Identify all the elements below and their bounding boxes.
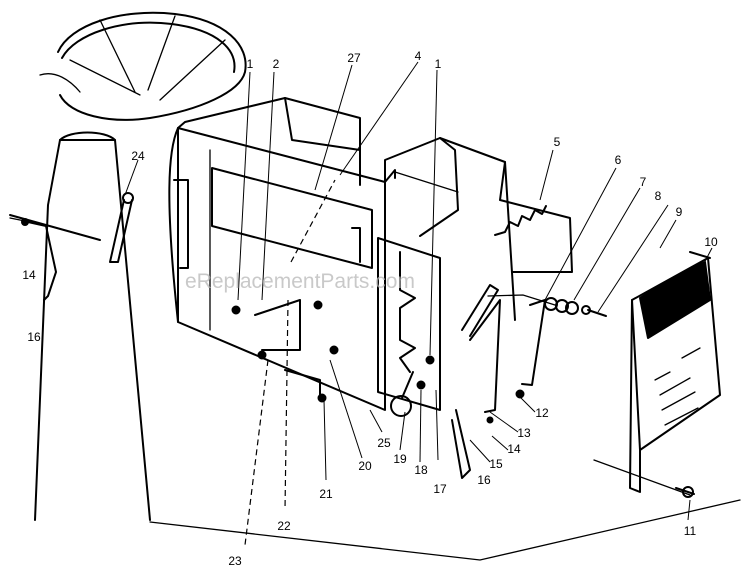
callout-label: 8 (655, 189, 662, 203)
shift-gate-panel (377, 237, 441, 411)
screw-part (675, 486, 695, 498)
control-arms (451, 284, 556, 479)
shift-knob (390, 371, 414, 417)
callout-label: 21 (319, 487, 333, 501)
callout-label: 1 (247, 57, 254, 71)
callout-label: 14 (22, 268, 36, 282)
callout-label: 17 (433, 482, 447, 496)
leader-lines (124, 61, 713, 546)
console-housing (384, 137, 573, 321)
watermark-text: eReplacementParts.com (185, 270, 415, 293)
callout-label: 1 (435, 57, 442, 71)
callout-label: 4 (415, 49, 422, 63)
callout-label: 18 (414, 463, 428, 477)
washers-bolt (544, 297, 607, 317)
callout-label: 24 (131, 149, 145, 163)
callout-label: 22 (277, 519, 291, 533)
callout-label: 6 (615, 153, 622, 167)
callout-label: 20 (358, 459, 372, 473)
callout-label: 19 (393, 452, 407, 466)
callout-label: 13 (517, 426, 531, 440)
spring-part (494, 205, 547, 236)
steering-column (9, 131, 151, 521)
dash-panel (168, 97, 396, 411)
callout-label: 23 (228, 554, 242, 568)
left-linkage (9, 192, 134, 301)
callout-label: 12 (535, 406, 549, 420)
callout-labels: 1 2 27 4 1 5 6 7 8 9 10 24 14 16 12 13 1… (22, 49, 718, 568)
callout-label: 5 (554, 135, 561, 149)
callout-label: 15 (489, 457, 503, 471)
callout-label: 27 (347, 51, 361, 65)
callout-label: 9 (676, 205, 683, 219)
callout-label: 14 (507, 442, 521, 456)
floor-edge (149, 499, 741, 561)
callout-label: 7 (640, 175, 647, 189)
callout-label: 16 (477, 473, 491, 487)
callout-label: 11 (684, 524, 697, 538)
callout-label: 2 (273, 57, 280, 71)
decal-plate (593, 251, 721, 496)
steering-wheel (39, 11, 247, 121)
callout-label: 10 (704, 235, 718, 249)
callout-label: 25 (377, 436, 391, 450)
callout-label: 16 (27, 330, 41, 344)
